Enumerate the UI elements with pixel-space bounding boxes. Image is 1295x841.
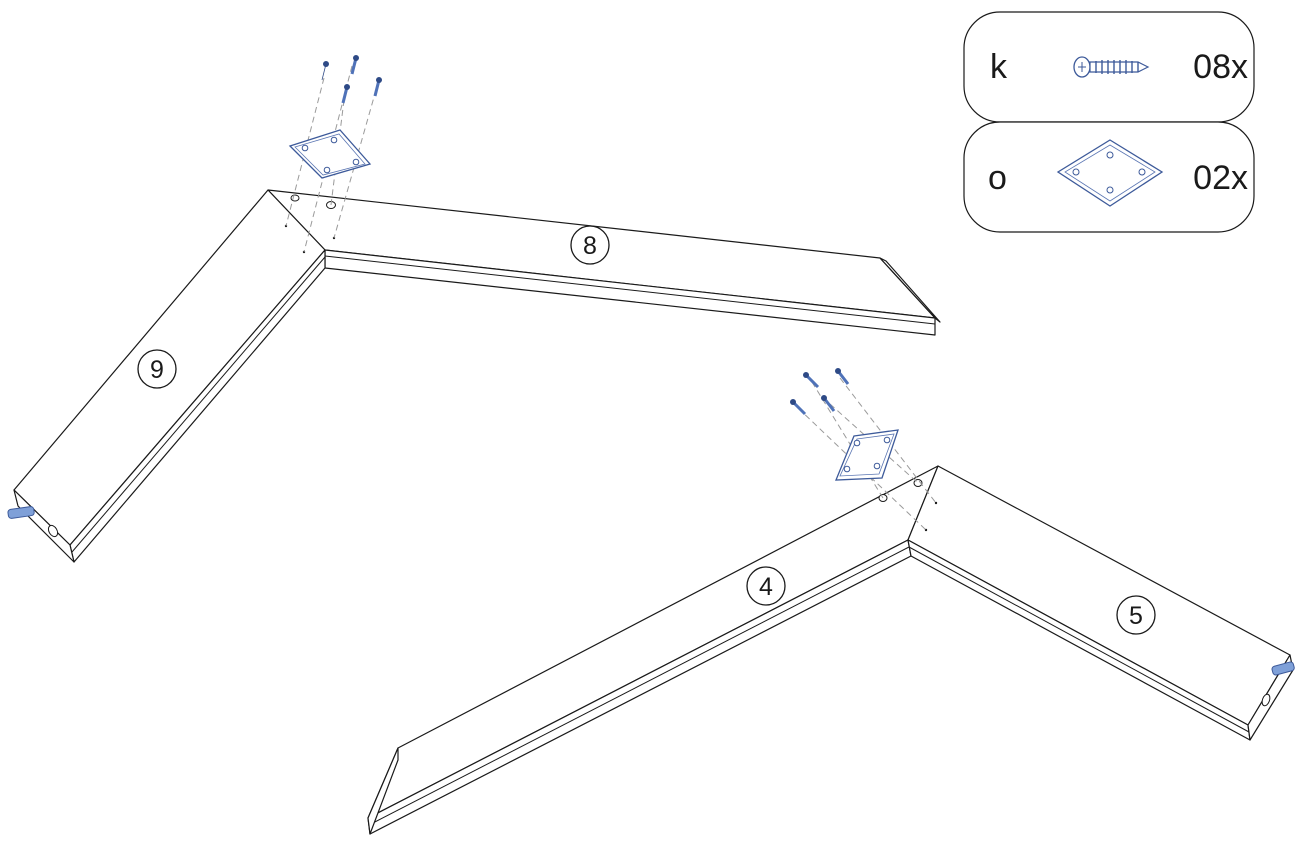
dowel-icon <box>1271 661 1295 676</box>
mounting-plate-icon <box>1056 139 1164 207</box>
wood-screw-icon <box>790 399 807 416</box>
part-number-9: 9 <box>150 356 164 384</box>
assembly-lower-right: 4 5 <box>367 368 1295 835</box>
mounting-plate-icon <box>835 429 899 481</box>
part-label-4: 4 <box>746 566 786 606</box>
legend-letter-o: o <box>988 159 1007 197</box>
assembly-upper-left: 8 9 <box>7 55 941 563</box>
part-number-8: 8 <box>583 232 597 260</box>
legend-qty-o: 02x <box>1193 159 1248 197</box>
screw-hole <box>290 194 300 202</box>
wood-screw-icon <box>373 77 382 97</box>
board-part-8 <box>267 189 941 336</box>
dowel-icon <box>7 506 35 519</box>
legend-letter-k: k <box>990 48 1008 86</box>
wood-screw-icon <box>821 395 836 412</box>
part-number-4: 4 <box>759 573 773 601</box>
hardware-legend: k 08x o 02x <box>963 11 1255 233</box>
end-hole <box>47 524 59 538</box>
wood-screw-icon <box>321 61 329 81</box>
part-label-8: 8 <box>570 225 610 265</box>
board-part-4 <box>367 465 939 835</box>
part-label-5: 5 <box>1116 595 1156 635</box>
wood-screw-icon <box>1073 56 1150 78</box>
wood-screw-icon <box>341 84 350 104</box>
screw-hole <box>878 494 888 502</box>
end-hole <box>1261 693 1271 707</box>
legend-row-o: o 02x <box>963 121 1255 233</box>
legend-row-k: k 08x <box>963 11 1255 123</box>
mounting-plate-icon <box>288 129 372 179</box>
board-part-5 <box>907 465 1294 741</box>
part-number-5: 5 <box>1129 602 1143 630</box>
wood-screw-icon <box>835 368 850 385</box>
wood-screw-icon <box>350 55 359 75</box>
legend-qty-k: 08x <box>1193 48 1248 86</box>
part-label-9: 9 <box>137 349 177 389</box>
wood-screw-icon <box>803 372 820 389</box>
